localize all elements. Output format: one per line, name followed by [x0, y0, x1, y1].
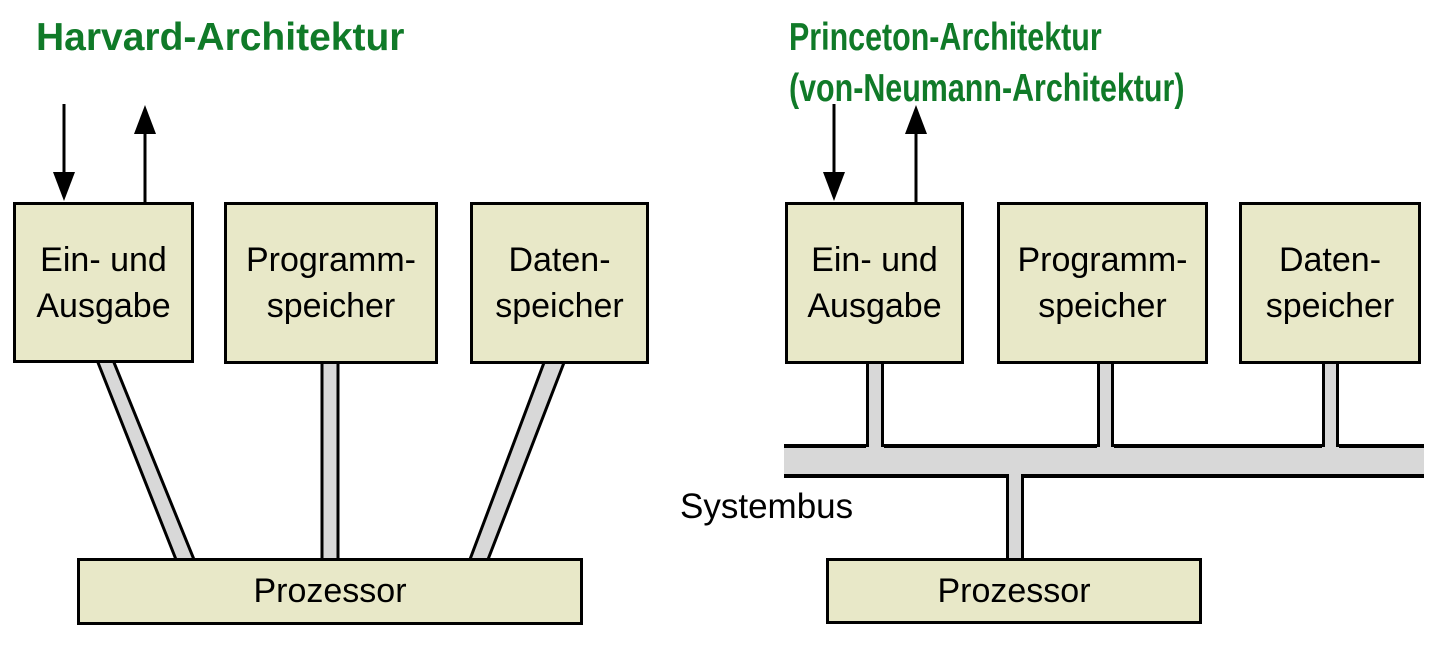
princeton-output-arrow-icon — [905, 105, 927, 202]
harvard-program-memory-box: Programm- speicher — [224, 202, 438, 364]
harvard-io-label-line1: Ein- und — [40, 240, 167, 279]
harvard-data-label-line1: Daten- — [508, 241, 611, 279]
harvard-data-memory-box: Daten- speicher — [470, 202, 649, 364]
princeton-processor-label: Prozessor — [937, 571, 1091, 610]
system-bus-label: Systembus — [680, 487, 854, 526]
harvard-io-processor-connector — [94, 358, 198, 564]
princeton-bus-processor-connector — [1006, 470, 1024, 562]
harvard-processor-label: Prozessor — [253, 572, 407, 610]
harvard-output-arrow-icon — [134, 105, 156, 202]
princeton-processor-box: Prozessor — [826, 558, 1202, 624]
harvard-io-label-line2: Ausgabe — [36, 286, 171, 325]
harvard-processor-box: Prozessor — [77, 558, 583, 625]
princeton-program-label-line1: Programm- — [1017, 241, 1188, 279]
princeton-title-line2: (von-Neumann-Architektur) — [789, 67, 1185, 110]
princeton-title-line1: Princeton-Architektur — [789, 16, 1102, 59]
princeton-program-label-line2: speicher — [1038, 287, 1167, 325]
princeton-data-label-line2: speicher — [1265, 287, 1395, 325]
harvard-program-label-line2: speicher — [266, 287, 396, 325]
harvard-data-processor-connector — [466, 358, 568, 564]
harvard-data-label-line2: speicher — [495, 287, 624, 325]
princeton-data-bus-connector — [1322, 360, 1339, 450]
princeton-input-arrow-icon — [823, 104, 845, 201]
princeton-io-box: Ein- und Ausgabe — [785, 202, 964, 364]
system-bus-bar — [784, 444, 1424, 478]
harvard-input-arrow-icon — [53, 104, 75, 201]
princeton-program-bus-connector — [1097, 360, 1114, 450]
princeton-data-label-line1: Daten- — [1278, 241, 1382, 279]
harvard-title: Harvard-Architektur — [36, 16, 405, 59]
princeton-title: Princeton-Architektur (von-Neumann-Archi… — [789, 12, 1184, 114]
princeton-data-memory-box: Daten- speicher — [1239, 202, 1421, 364]
harvard-io-box: Ein- und Ausgabe — [13, 202, 194, 363]
princeton-io-label-line2: Ausgabe — [807, 287, 942, 325]
harvard-program-processor-connector — [320, 358, 340, 564]
princeton-io-label-line1: Ein- und — [811, 241, 938, 279]
princeton-io-bus-connector — [866, 360, 884, 450]
harvard-program-label-line1: Programm- — [245, 241, 417, 279]
princeton-program-memory-box: Programm- speicher — [997, 202, 1208, 364]
